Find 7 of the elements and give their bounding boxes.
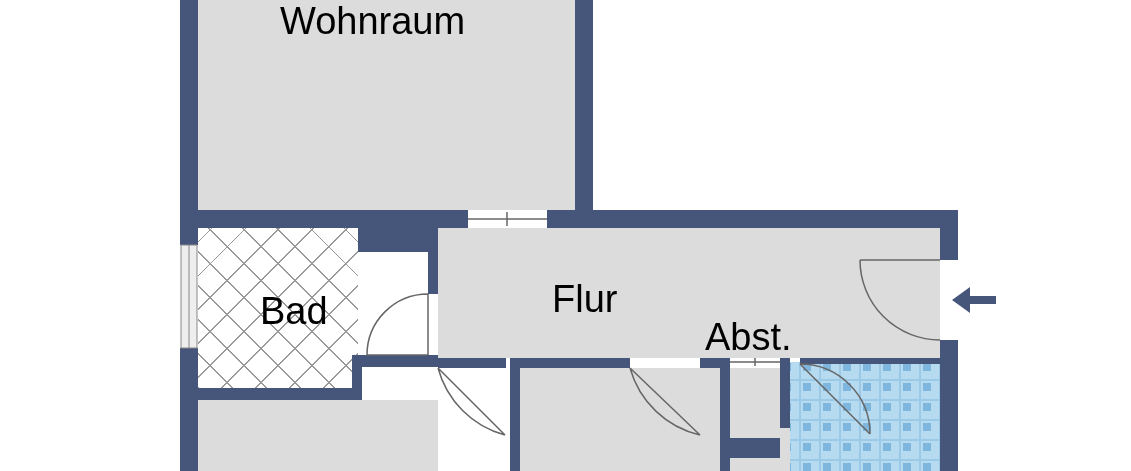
room-floor <box>198 0 575 210</box>
room-name: Flur <box>552 278 618 321</box>
room-name: Abst. <box>705 316 792 359</box>
tiled-room-floor <box>198 228 358 388</box>
room-name: Wohnraum <box>280 0 466 43</box>
room-floor <box>438 228 940 358</box>
room-name: Bad <box>260 290 328 333</box>
